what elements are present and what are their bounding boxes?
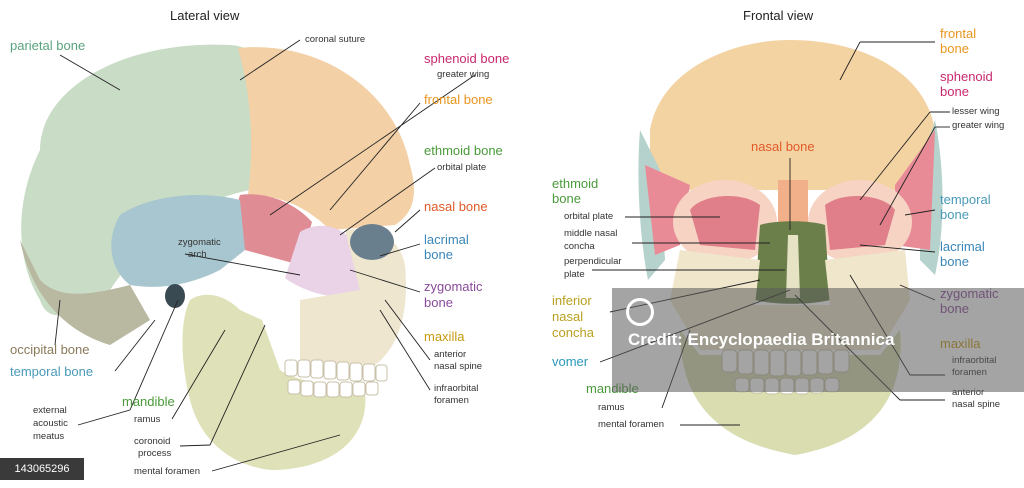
label-frontal-lacrimal-bone-2: bone (940, 254, 969, 269)
lateral-skull (20, 44, 415, 470)
label-frontal-ethmoid-bone-1: ethmoid (552, 176, 599, 191)
frontal-orbit-right-inner (825, 195, 895, 250)
frontal-nasal-region (778, 180, 808, 230)
label-frontal-vomer: vomer (552, 354, 589, 369)
label-external-acoustic-meatus-3: meatus (33, 431, 65, 442)
lateral-orbit (350, 224, 394, 260)
leader-lines (54, 39, 950, 472)
label-frontal-bone: frontal bone (424, 92, 493, 107)
label-frontal-sphenoid-bone-1: sphenoid (940, 69, 993, 84)
label-nasal-bone: nasal bone (424, 199, 488, 214)
label-zygomatic-bone-2: bone (424, 295, 453, 310)
lateral-sphenoid-region (236, 194, 312, 265)
label-coronal-suture: coronal suture (305, 34, 366, 45)
label-frontal-inferior-nasal-concha-2: nasal (552, 309, 584, 324)
label-zygomatic-arch-2: arch (188, 249, 207, 260)
label-frontal-ethmoid-bone-2: bone (552, 191, 581, 206)
frontal-orbit-left-inner (690, 195, 760, 250)
label-lacrimal-bone-2: bone (424, 247, 453, 262)
label-frontal-anterior-nasal-spine-1: anterior (952, 387, 985, 398)
label-frontal-lesser-wing: lesser wing (952, 106, 1000, 117)
label-frontal-perpendicular-plate-1: perpendicular (564, 256, 622, 267)
frontal-vomer (786, 235, 800, 298)
label-frontal-mental-foramen: mental foramen (598, 419, 665, 430)
label-mental-foramen: mental foramen (134, 466, 201, 477)
frontal-view-title: Frontal view (743, 8, 814, 23)
label-external-acoustic-meatus-1: external (33, 405, 67, 416)
label-temporal-bone: temporal bone (10, 364, 94, 379)
label-ethmoid-bone: ethmoid bone (424, 143, 503, 158)
watermark-text: Credit: Encyclopaedia Britannica (628, 330, 895, 349)
label-frontal-temporal-bone-1: temporal (940, 192, 991, 207)
label-ramus: ramus (134, 414, 161, 425)
label-infraorbital-foramen-1: infraorbital (434, 383, 479, 394)
label-greater-wing: greater wing (437, 69, 490, 80)
lateral-parietal-region (21, 44, 256, 316)
lateral-zygomatic-region (285, 225, 360, 297)
label-frontal-inferior-nasal-concha-3: concha (552, 325, 594, 340)
label-anterior-nasal-spine-1: anterior (434, 349, 467, 360)
label-frontal-middle-nasal-concha-2: concha (564, 241, 595, 252)
label-lacrimal-bone-1: lacrimal (424, 232, 469, 247)
lateral-view-title: Lateral view (170, 8, 240, 23)
frontal-skull (638, 40, 943, 455)
label-frontal-lacrimal-bone-1: lacrimal (940, 239, 985, 254)
label-frontal-greater-wing: greater wing (952, 120, 1005, 131)
lateral-occipital-region (20, 240, 150, 345)
label-zygomatic-arch-1: zygomatic (178, 237, 221, 248)
label-frontal-frontal-bone-2: bone (940, 41, 969, 56)
label-occipital-bone: occipital bone (10, 342, 90, 357)
lateral-teeth (284, 359, 388, 398)
lateral-frontal-region (238, 47, 415, 231)
watermark-logo-icon (626, 298, 654, 326)
lateral-mandible-region (182, 294, 366, 470)
label-maxilla: maxilla (424, 329, 465, 344)
lateral-ear-opening (165, 284, 185, 308)
label-frontal-nasal-bone: nasal bone (751, 139, 815, 154)
watermark-overlay: Credit: Encyclopaedia Britannica (612, 288, 1024, 392)
label-coronoid-process-1: coronoid (134, 436, 171, 447)
label-parietal-bone: parietal bone (10, 38, 86, 53)
label-infraorbital-foramen-2: foramen (434, 395, 469, 406)
label-frontal-frontal-bone-1: frontal (940, 26, 977, 41)
label-frontal-anterior-nasal-spine-2: nasal spine (952, 399, 1001, 410)
lateral-temporal-region (111, 195, 245, 287)
label-frontal-inferior-nasal-concha-1: inferior (552, 293, 592, 308)
label-frontal-orbital-plate: orbital plate (564, 211, 614, 222)
label-frontal-ramus: ramus (598, 402, 625, 413)
frontal-frontal-region (650, 40, 935, 190)
label-frontal-middle-nasal-concha-1: middle nasal (564, 228, 618, 239)
label-mandible: mandible (122, 394, 175, 409)
label-frontal-sphenoid-bone-2: bone (940, 84, 969, 99)
label-external-acoustic-meatus-2: acoustic (33, 418, 68, 429)
label-anterior-nasal-spine-2: nasal spine (434, 361, 483, 372)
label-zygomatic-bone-1: zygomatic (424, 279, 483, 294)
label-sphenoid-bone: sphenoid bone (424, 51, 510, 66)
label-frontal-perpendicular-plate-2: plate (564, 269, 585, 280)
label-frontal-temporal-bone-2: bone (940, 207, 969, 222)
label-orbital-plate: orbital plate (437, 162, 487, 173)
stock-id-badge: 143065296 (0, 458, 84, 480)
label-coronoid-process-2: process (138, 448, 172, 459)
lateral-maxilla-region (300, 229, 406, 365)
